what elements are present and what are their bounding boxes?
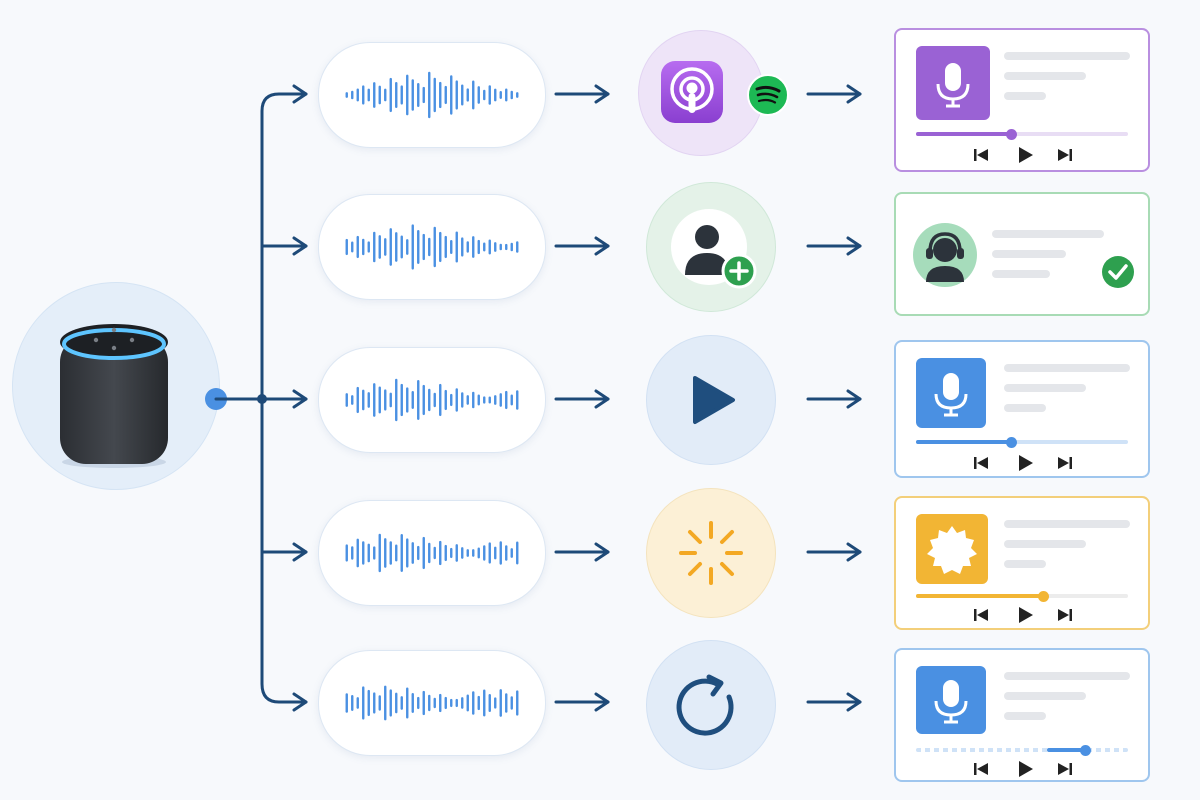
progress-bar[interactable]: [916, 590, 1128, 602]
text-placeholder: [1004, 384, 1086, 392]
user-headphones-icon: [913, 223, 977, 287]
badge-icon: [916, 514, 988, 584]
refresh-icon: [676, 674, 734, 736]
spotify-icon: [747, 74, 789, 116]
text-placeholder: [1004, 72, 1086, 80]
next-icon[interactable]: [1058, 149, 1072, 161]
podcast-action[interactable]: [638, 30, 764, 156]
loading-spinner-icon: [679, 521, 743, 585]
progress-bar[interactable]: [916, 436, 1128, 448]
next-icon[interactable]: [1058, 609, 1072, 621]
text-placeholder: [1004, 520, 1130, 528]
playback-controls: [974, 607, 1072, 623]
check-circle-icon: [1102, 256, 1134, 288]
microphone-icon: [916, 46, 990, 120]
previous-icon[interactable]: [974, 457, 988, 469]
text-placeholder: [1004, 364, 1130, 372]
next-icon[interactable]: [1058, 763, 1072, 775]
loading-action[interactable]: [646, 488, 776, 618]
play-icon[interactable]: [1019, 455, 1033, 471]
text-placeholder: [1004, 92, 1046, 100]
podcast-app-icon: [661, 61, 723, 123]
playback-controls: [974, 761, 1072, 777]
microphone-icon: [916, 666, 986, 734]
text-placeholder: [1004, 404, 1046, 412]
audio-player-card[interactable]: [894, 340, 1150, 478]
text-placeholder: [1004, 540, 1086, 548]
previous-icon[interactable]: [974, 763, 988, 775]
text-placeholder: [1004, 712, 1046, 720]
playback-controls: [974, 455, 1072, 471]
user-profile-card[interactable]: [894, 192, 1150, 316]
add-user-action[interactable]: [646, 182, 776, 312]
voice-command-waveform: [318, 650, 546, 756]
voice-command-waveform: [318, 500, 546, 606]
text-placeholder: [1004, 672, 1130, 680]
previous-icon[interactable]: [974, 149, 988, 161]
play-icon[interactable]: [1019, 761, 1033, 777]
play-icon: [693, 376, 735, 424]
refresh-action[interactable]: [646, 640, 776, 770]
text-placeholder: [992, 270, 1050, 278]
buffering-progress-bar[interactable]: [916, 744, 1128, 756]
text-placeholder: [1004, 560, 1046, 568]
voice-command-waveform: [318, 42, 546, 148]
text-placeholder: [992, 250, 1066, 258]
audio-player-card[interactable]: [894, 496, 1150, 630]
playback-controls: [974, 147, 1072, 163]
next-icon[interactable]: [1058, 457, 1072, 469]
audio-player-card[interactable]: [894, 648, 1150, 782]
previous-icon[interactable]: [974, 609, 988, 621]
add-user-icon: [671, 209, 757, 289]
voice-command-waveform: [318, 347, 546, 453]
smart-speaker-icon: [60, 324, 168, 468]
voice-command-waveform: [318, 194, 546, 300]
text-placeholder: [992, 230, 1104, 238]
text-placeholder: [1004, 52, 1130, 60]
play-icon[interactable]: [1019, 607, 1033, 623]
microphone-icon: [916, 358, 986, 428]
progress-bar[interactable]: [916, 128, 1128, 140]
text-placeholder: [1004, 692, 1086, 700]
play-action[interactable]: [646, 335, 776, 465]
play-icon[interactable]: [1019, 147, 1033, 163]
podcast-player-card[interactable]: [894, 28, 1150, 172]
